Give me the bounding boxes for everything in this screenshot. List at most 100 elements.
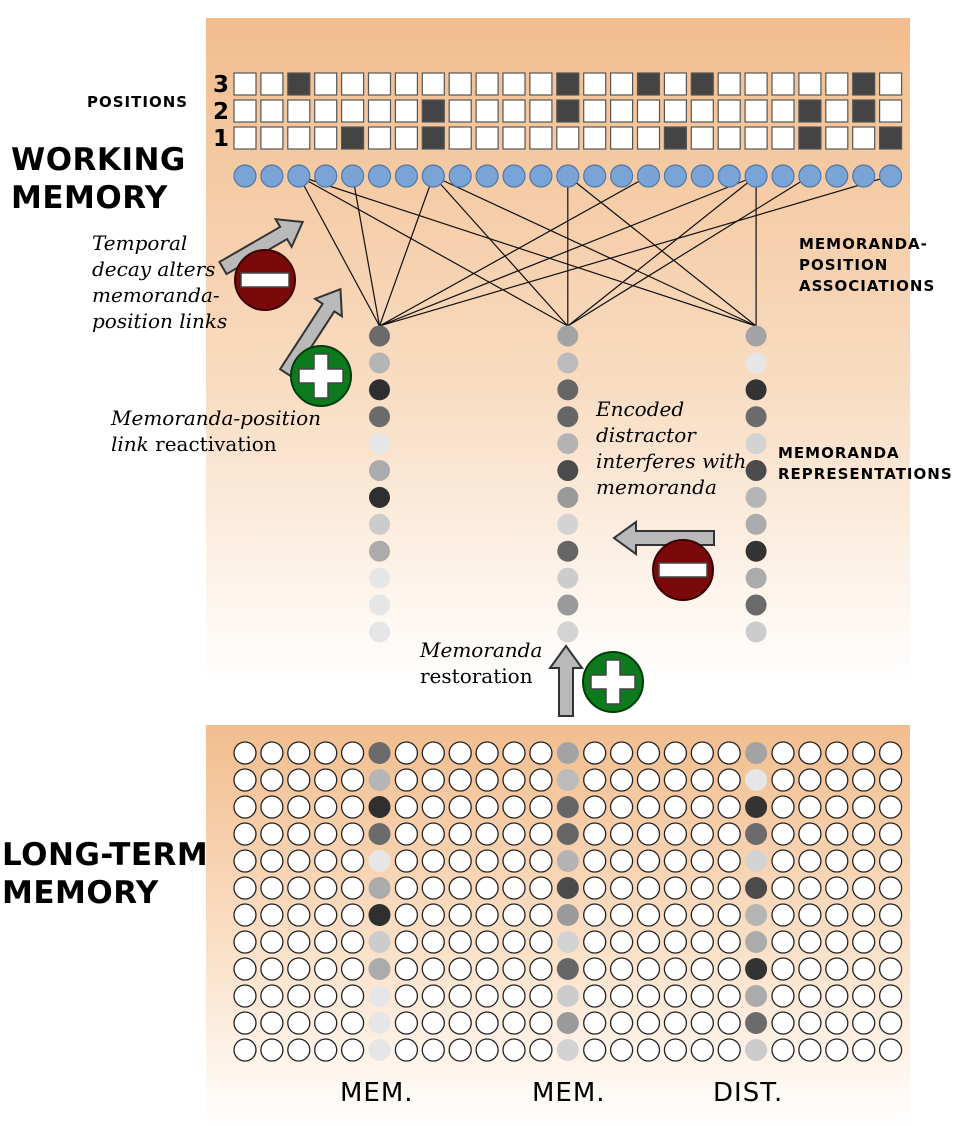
ltm-empty-node	[663, 768, 688, 792]
ltm-memoranda-node	[745, 769, 768, 791]
ltm-memoranda-node	[745, 1012, 768, 1034]
ltm-empty-node	[233, 1038, 257, 1062]
position-cell	[744, 72, 768, 96]
ltm-empty-node	[394, 768, 419, 792]
ltm-empty-node	[448, 1011, 472, 1035]
ltm-empty-node	[260, 957, 284, 981]
ltm-empty-node	[529, 822, 553, 846]
position-cell	[717, 72, 741, 96]
memoranda-node	[557, 325, 579, 347]
ltm-empty-node	[609, 957, 634, 981]
memoranda-columns	[369, 325, 767, 643]
restoration-plus-icon	[582, 651, 644, 713]
ltm-empty-node	[690, 768, 714, 792]
ltm-memoranda-node	[368, 796, 391, 818]
position-node	[502, 164, 526, 188]
ltm-empty-node	[260, 903, 284, 927]
column-label-mem-1: MEM.	[340, 1078, 414, 1108]
position-cell	[825, 72, 849, 96]
position-cell	[475, 99, 499, 123]
position-cell	[636, 72, 661, 96]
associations-line1: MEMORANDA-	[799, 235, 928, 253]
ltm-empty-node	[690, 849, 714, 873]
ltm-empty-node	[340, 1011, 365, 1035]
ltm-empty-node	[636, 795, 661, 819]
ltm-empty-node	[287, 741, 311, 765]
position-cell	[556, 72, 580, 96]
ltm-empty-node	[852, 822, 876, 846]
position-cell	[771, 126, 795, 150]
ltm-empty-node	[529, 876, 553, 900]
ltm-empty-node	[690, 741, 714, 765]
memoranda-node	[745, 513, 767, 535]
association-link	[352, 175, 381, 327]
ltm-memoranda-node	[368, 985, 391, 1007]
ltm-empty-node	[690, 984, 714, 1008]
position-cell	[771, 72, 795, 96]
ltm-empty-node	[233, 876, 257, 900]
position-cell	[852, 126, 876, 150]
ltm-empty-node	[636, 1038, 661, 1062]
ltm-empty-node	[502, 1011, 526, 1035]
ltm-empty-node	[771, 903, 795, 927]
ltm-empty-node	[340, 876, 365, 900]
memoranda-node	[745, 460, 767, 481]
memoranda-node	[557, 379, 579, 401]
ltm-memoranda-node	[745, 850, 768, 872]
ltm-empty-node	[583, 903, 607, 927]
ltm-empty-node	[448, 822, 472, 846]
association-link	[379, 175, 649, 327]
ltm-empty-node	[421, 822, 445, 846]
ltm-empty-node	[798, 957, 822, 981]
position-node	[233, 164, 257, 188]
distractor-line3: interferes with	[596, 449, 747, 473]
distractor-line4: memoranda	[596, 475, 717, 499]
memoranda-node	[557, 486, 579, 508]
ltm-empty-node	[825, 957, 849, 981]
ltm-memoranda-node	[556, 850, 579, 872]
column-label-dist: DIST.	[713, 1078, 784, 1108]
ltm-empty-node	[421, 930, 445, 954]
ltm-empty-node	[314, 1011, 338, 1035]
position-number-2: 2	[213, 99, 230, 125]
ltm-empty-node	[233, 849, 257, 873]
ltm-empty-node	[583, 741, 607, 765]
memoranda-node	[745, 406, 767, 428]
position-node	[421, 164, 445, 188]
ltm-empty-node	[690, 930, 714, 954]
position-cell	[341, 126, 365, 150]
ltm-empty-node	[260, 1038, 284, 1062]
associations-label: MEMORANDA- POSITION ASSOCIATIONS	[799, 234, 935, 297]
association-links	[298, 175, 891, 327]
ltm-memoranda-node	[745, 958, 768, 980]
ltm-empty-node	[314, 957, 338, 981]
reactivation-line1: Memoranda-position	[111, 406, 322, 430]
position-node	[852, 164, 876, 188]
ltm-empty-node	[583, 876, 607, 900]
ltm-empty-node	[825, 1011, 849, 1035]
memoranda-node	[369, 433, 390, 455]
association-link	[298, 175, 569, 327]
ltm-empty-node	[878, 795, 903, 819]
ltm-empty-node	[475, 1038, 499, 1062]
restoration-line2: restoration	[420, 664, 533, 688]
position-cell	[448, 72, 472, 96]
ltm-memoranda-node	[745, 823, 768, 845]
ltm-empty-node	[394, 1011, 419, 1035]
ltm-empty-node	[340, 984, 365, 1008]
ltm-memoranda-node	[368, 958, 391, 980]
position-number-1: 1	[213, 126, 230, 152]
memoranda-node	[369, 352, 390, 374]
position-cell	[798, 72, 822, 96]
ltm-empty-node	[260, 1011, 284, 1035]
position-cell	[502, 99, 526, 123]
ltm-empty-node	[502, 741, 526, 765]
ltm-empty-node	[636, 984, 661, 1008]
position-nodes	[233, 164, 903, 188]
ltm-empty-node	[394, 876, 419, 900]
ltm-empty-node	[852, 930, 876, 954]
position-cell	[529, 99, 553, 123]
position-cell	[475, 126, 499, 150]
position-cell	[421, 99, 445, 123]
association-link	[379, 175, 891, 327]
